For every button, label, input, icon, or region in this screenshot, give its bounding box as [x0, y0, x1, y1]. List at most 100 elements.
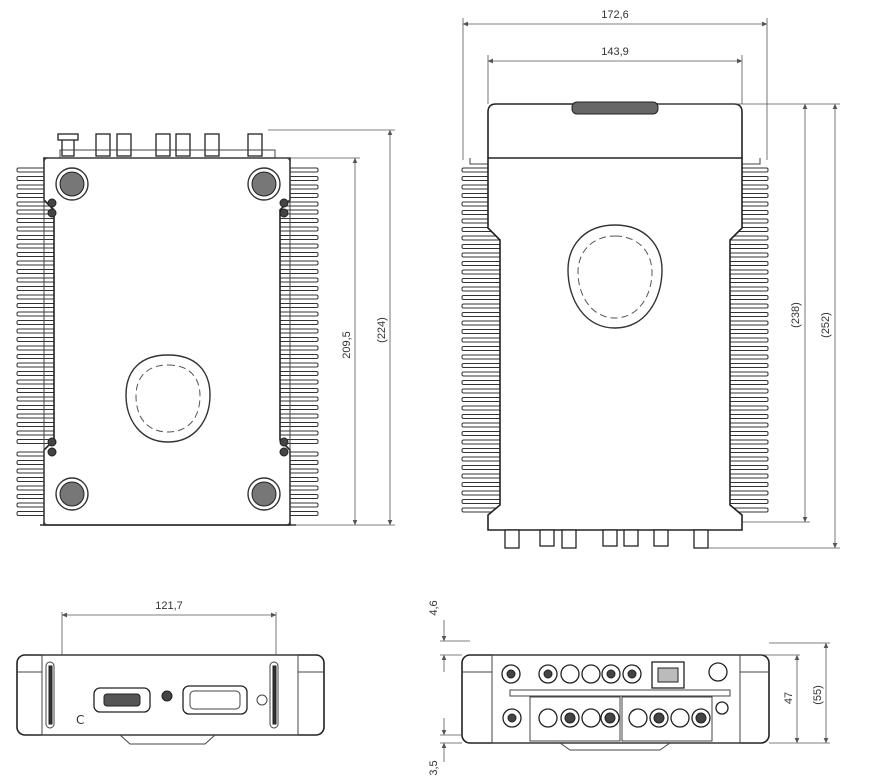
cooling-fin [16, 362, 58, 368]
cooling-fin [727, 499, 769, 504]
cooling-fin [461, 414, 503, 419]
cooling-fin [461, 448, 503, 453]
cooling-fin [727, 371, 769, 377]
center-knob-2 [567, 224, 663, 329]
housing-outline [43, 157, 291, 526]
cooling-fin [461, 346, 503, 351]
cooling-fin [461, 278, 503, 283]
cooling-fin [461, 380, 503, 385]
cooling-fin [16, 243, 58, 249]
cooling-fin [727, 244, 769, 249]
cooling-fin [277, 303, 319, 308]
rear-bottom-connectors [502, 701, 729, 728]
cooling-fin [461, 431, 503, 436]
cooling-fin [16, 354, 58, 359]
cooling-fin [727, 363, 769, 368]
cooling-fin [277, 269, 319, 274]
cooling-fin [727, 320, 769, 326]
housing-outline-2 [487, 157, 743, 531]
cooling-fin [461, 252, 503, 258]
cooling-fin [16, 311, 58, 317]
cooling-fin [16, 277, 58, 283]
cooling-fin [277, 226, 319, 232]
cooling-fin [461, 261, 503, 266]
cooling-fin [727, 295, 769, 300]
cooling-fin [16, 218, 58, 223]
cooling-fin [277, 286, 319, 291]
cooling-fin [16, 286, 58, 291]
front-view: C 121,7 [16, 600, 325, 745]
cooling-fin [277, 379, 319, 385]
cooling-fin [461, 354, 503, 360]
cooling-fin [727, 482, 769, 487]
top-view: 209,5 (224) [16, 129, 395, 526]
dim-height-55: (55) [812, 685, 824, 705]
dim-height-47: 47 [783, 692, 795, 704]
cooling-fin [727, 380, 769, 385]
dim-width-143: 143,9 [601, 46, 629, 58]
cooling-fin [16, 337, 58, 342]
cooling-fin [727, 388, 769, 394]
cooling-fin [277, 362, 319, 368]
cooling-fin [727, 431, 769, 436]
cooling-fin [727, 278, 769, 283]
cooling-fin [461, 244, 503, 249]
cooling-fin [16, 413, 58, 419]
cooling-fin [461, 329, 503, 334]
cooling-fin [277, 218, 319, 223]
cooling-fin [16, 405, 58, 410]
cooling-fin [727, 252, 769, 258]
cooling-fin [461, 499, 503, 504]
cooling-fin [277, 354, 319, 359]
cooling-fin [277, 235, 319, 240]
cooling-fin [727, 490, 769, 496]
cooling-fin [277, 252, 319, 257]
cooling-fin [727, 397, 769, 402]
cooling-fin [461, 388, 503, 394]
cooling-fin [16, 260, 58, 266]
dim-width-121: 121,7 [155, 600, 183, 612]
cooling-fin [461, 286, 503, 292]
cooling-fin [16, 388, 58, 393]
cooling-fin [277, 320, 319, 325]
cooling-fin [16, 294, 58, 300]
dim-width-172: 172,6 [601, 9, 629, 21]
cooling-fin [727, 456, 769, 462]
cooling-fin [16, 235, 58, 240]
cooling-fin [727, 329, 769, 334]
cooling-fin [727, 405, 769, 411]
cooling-fin [727, 473, 769, 479]
cooling-fin [16, 320, 58, 325]
cooling-fin [461, 320, 503, 326]
cooling-fin [277, 405, 319, 410]
cooling-fin [277, 294, 319, 300]
cooling-fin [16, 379, 58, 385]
cooling-fin [727, 337, 769, 343]
cooling-fin [277, 345, 319, 351]
cooling-fin [461, 422, 503, 428]
cooling-fin [16, 430, 58, 436]
cooling-fin [277, 422, 319, 427]
cooling-fin [277, 243, 319, 249]
cooling-fin [727, 286, 769, 292]
cooling-fin [727, 346, 769, 351]
cooling-fin [461, 312, 503, 317]
cooling-fin [16, 422, 58, 427]
cooling-fin [461, 482, 503, 487]
cooling-fin [727, 422, 769, 428]
cooling-fin [461, 473, 503, 479]
cooling-fin [277, 430, 319, 436]
bottom-view: 172,6 143,9 (238) (252) [461, 9, 840, 549]
cooling-fin [277, 260, 319, 266]
dim-height-224: (224) [376, 317, 388, 343]
cooling-fin [277, 311, 319, 317]
cooling-fin [16, 396, 58, 402]
cooling-fin [461, 397, 503, 402]
cooling-fin [16, 371, 58, 376]
cooling-fin [727, 448, 769, 453]
svg-text:C: C [76, 713, 84, 727]
cooling-fin [16, 252, 58, 257]
dim-height-209: 209,5 [341, 331, 353, 359]
cooling-fin [461, 295, 503, 300]
